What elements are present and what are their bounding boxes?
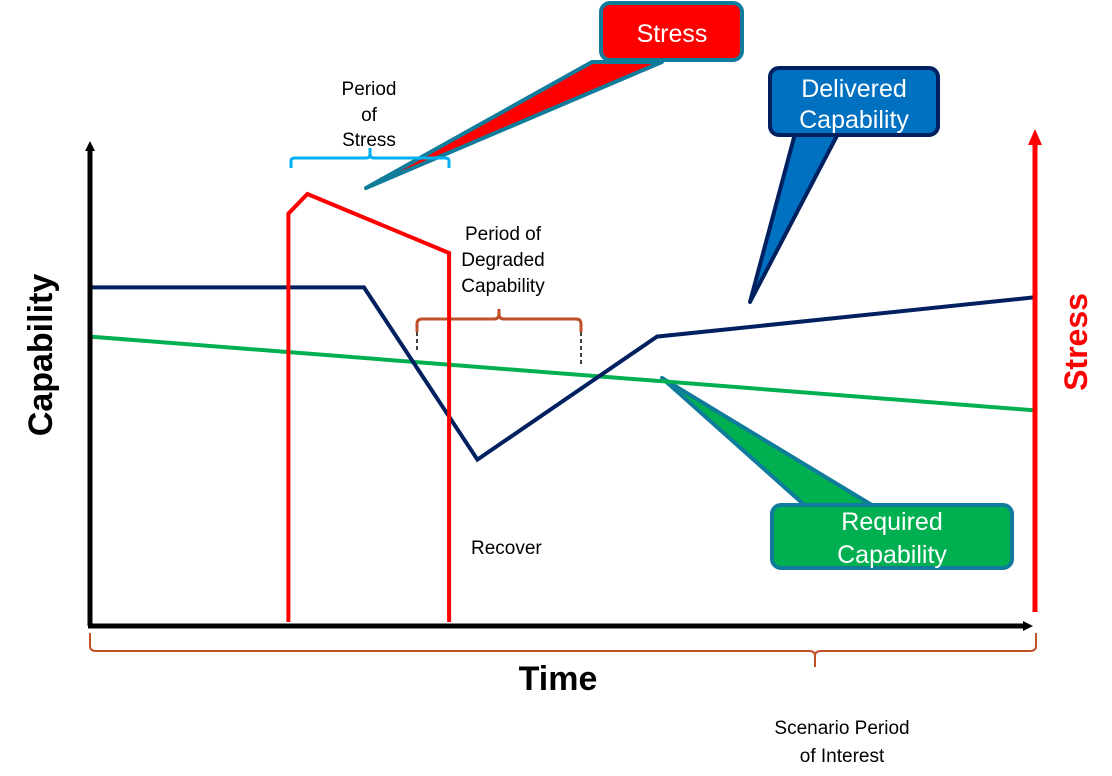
- y-axis-title: Capability: [22, 274, 60, 437]
- stress-axis-title: Stress: [1058, 293, 1094, 391]
- stress-callout: Stress: [364, 1, 744, 190]
- svg-text:Period of: Period of: [465, 224, 542, 245]
- stress-line: [286, 191, 452, 622]
- scenario-period-brace: [89, 633, 1037, 667]
- svg-text:Stress: Stress: [342, 130, 396, 151]
- svg-text:Period: Period: [342, 79, 397, 100]
- svg-text:of: of: [361, 105, 378, 126]
- period-of-degraded-brace: [415, 309, 583, 366]
- required-capability-callout: Required Capability: [660, 376, 1014, 570]
- svg-text:of Interest: of Interest: [800, 746, 885, 767]
- svg-text:Capability: Capability: [461, 276, 545, 297]
- period-of-stress-brace: [289, 148, 451, 168]
- required-capability-line: [89, 334, 1036, 413]
- stress-axis: [1028, 129, 1042, 612]
- required-callout-line2: Capability: [837, 541, 947, 569]
- recover-label: Recover: [471, 538, 542, 559]
- svg-text:Scenario Period: Scenario Period: [774, 718, 909, 739]
- delivered-callout-line2: Capability: [799, 106, 909, 134]
- stress-callout-label: Stress: [637, 20, 708, 48]
- required-callout-line1: Required: [841, 508, 942, 536]
- x-axis-title: Time: [519, 660, 598, 698]
- delivered-capability-callout: Delivered Capability: [748, 66, 940, 304]
- period-of-stress-label: Period of Stress: [342, 79, 397, 151]
- svg-text:Degraded: Degraded: [461, 250, 544, 271]
- scenario-period-label: Scenario Period of Interest: [774, 718, 909, 767]
- period-of-degraded-label: Period of Degraded Capability: [461, 224, 545, 297]
- delivered-capability-line: [90, 285, 1036, 463]
- delivered-callout-line1: Delivered: [801, 75, 907, 103]
